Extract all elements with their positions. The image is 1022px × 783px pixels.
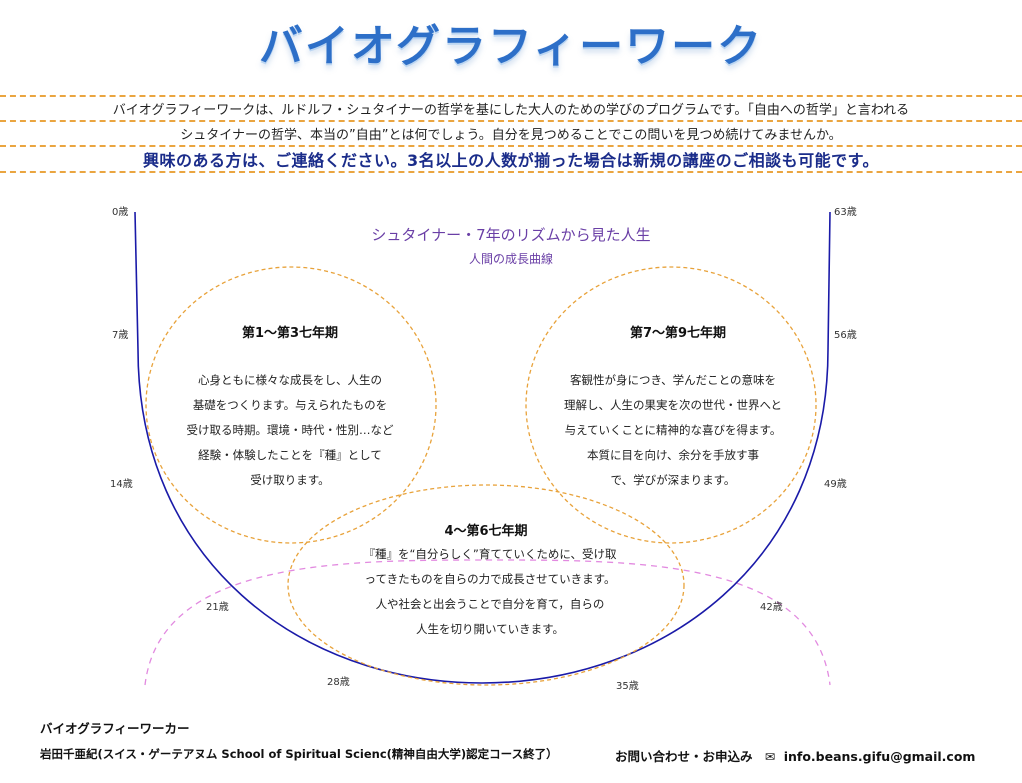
period-4-6-line: 人生を切り開いていきます。	[415, 622, 564, 636]
chart-subtitle: 人間の成長曲線	[468, 252, 553, 266]
period-1-3-description: 心身ともに様々な成長をし、人生の 基礎をつくります。与えられたものを 受け取る時…	[160, 368, 420, 493]
period-7-9-description: 客観性が身につき、学んだことの意味を 理解し、人生の果実を次の世代・世界へと 与…	[543, 368, 803, 493]
age-label-49: 49歳	[824, 479, 847, 490]
contact-label: お問い合わせ・お申込み	[615, 749, 753, 764]
intro-strong-line: 興味のある方は、ご連絡ください。3名以上の人数が揃った場合は新規の講座のご相談も…	[142, 151, 880, 170]
chart-title: シュタイナー・7年のリズムから見た人生	[371, 226, 651, 244]
life-curve	[134, 211, 831, 684]
mail-icon: ✉	[764, 749, 776, 764]
footer-role: バイオグラフィーワーカー	[40, 721, 190, 736]
age-label-0: 0歳	[112, 207, 129, 218]
lower-dashed-arc	[144, 559, 831, 686]
period-circle-1-3	[145, 266, 437, 544]
period-7-9-line: 客観性が身につき、学んだことの意味を	[569, 373, 777, 387]
period-7-9-line: 理解し、人生の果実を次の世代・世界へと	[564, 398, 782, 412]
age-label-7: 7歳	[112, 330, 129, 341]
contact-email[interactable]: info.beans.gifu@gmail.com	[783, 749, 976, 764]
age-label-56: 56歳	[834, 330, 857, 341]
dashed-divider	[0, 171, 1022, 173]
period-circle-4-6	[287, 484, 685, 686]
period-circle-7-9	[525, 266, 817, 544]
period-4-6-line: ってきたものを自らの力で成長させていきます。	[364, 572, 616, 586]
period-4-6-line: 『種』を“自分らしく”育てていくために、受け取	[363, 547, 617, 561]
age-label-21: 21歳	[206, 602, 229, 613]
period-7-9-line: で、学びが深まります。	[610, 473, 736, 487]
period-1-3-heading: 第1～第3七年期	[241, 326, 339, 341]
dashed-divider	[0, 95, 1022, 97]
period-7-9-heading: 第7～第9七年期	[629, 326, 727, 341]
page-title: バイオグラフィーワーク	[258, 21, 764, 72]
period-1-3-line: 心身ともに様々な成長をし、人生の	[198, 373, 382, 387]
dashed-divider	[0, 120, 1022, 122]
age-label-63: 63歳	[834, 207, 857, 218]
footer-name: 岩田千亜紀(スイス・ゲーテアヌム School of Spiritual Sci…	[40, 747, 558, 761]
intro-line-1: バイオグラフィーワークは、ルドルフ・シュタイナーの哲学を基にした大人のための学び…	[112, 103, 910, 118]
period-4-6-heading: 4～第6七年期	[444, 524, 528, 539]
age-label-14: 14歳	[110, 479, 133, 490]
period-1-3-line: 経験・体験したことを『種』として	[198, 448, 382, 462]
period-7-9-line: 本質に目を向け、余分を手放す事	[587, 448, 759, 462]
period-7-9-line: 与えていくことに精神的な喜びを得ます。	[564, 423, 782, 437]
footer-contact: お問い合わせ・お申込み ✉ info.beans.gifu@gmail.com	[615, 746, 975, 765]
period-1-3-line: 受け取る時期。環境・時代・性別…など	[186, 423, 394, 437]
age-label-42: 42歳	[760, 602, 783, 613]
age-label-35: 35歳	[616, 681, 639, 692]
period-1-3-line: 受け取ります。	[250, 473, 330, 487]
period-4-6-description: 『種』を“自分らしく”育てていくために、受け取 ってきたものを自らの力で成長させ…	[350, 542, 630, 642]
age-label-28: 28歳	[327, 677, 350, 688]
period-1-3-line: 基礎をつくります。与えられたものを	[192, 398, 388, 412]
dashed-divider	[0, 145, 1022, 147]
period-4-6-line: 人や社会と出会うことで自分を育て，自らの	[375, 597, 605, 611]
intro-line-2: シュタイナーの哲学、本当の”自由”とは何でしょう。自分を見つめることでこの問いを…	[180, 128, 842, 143]
